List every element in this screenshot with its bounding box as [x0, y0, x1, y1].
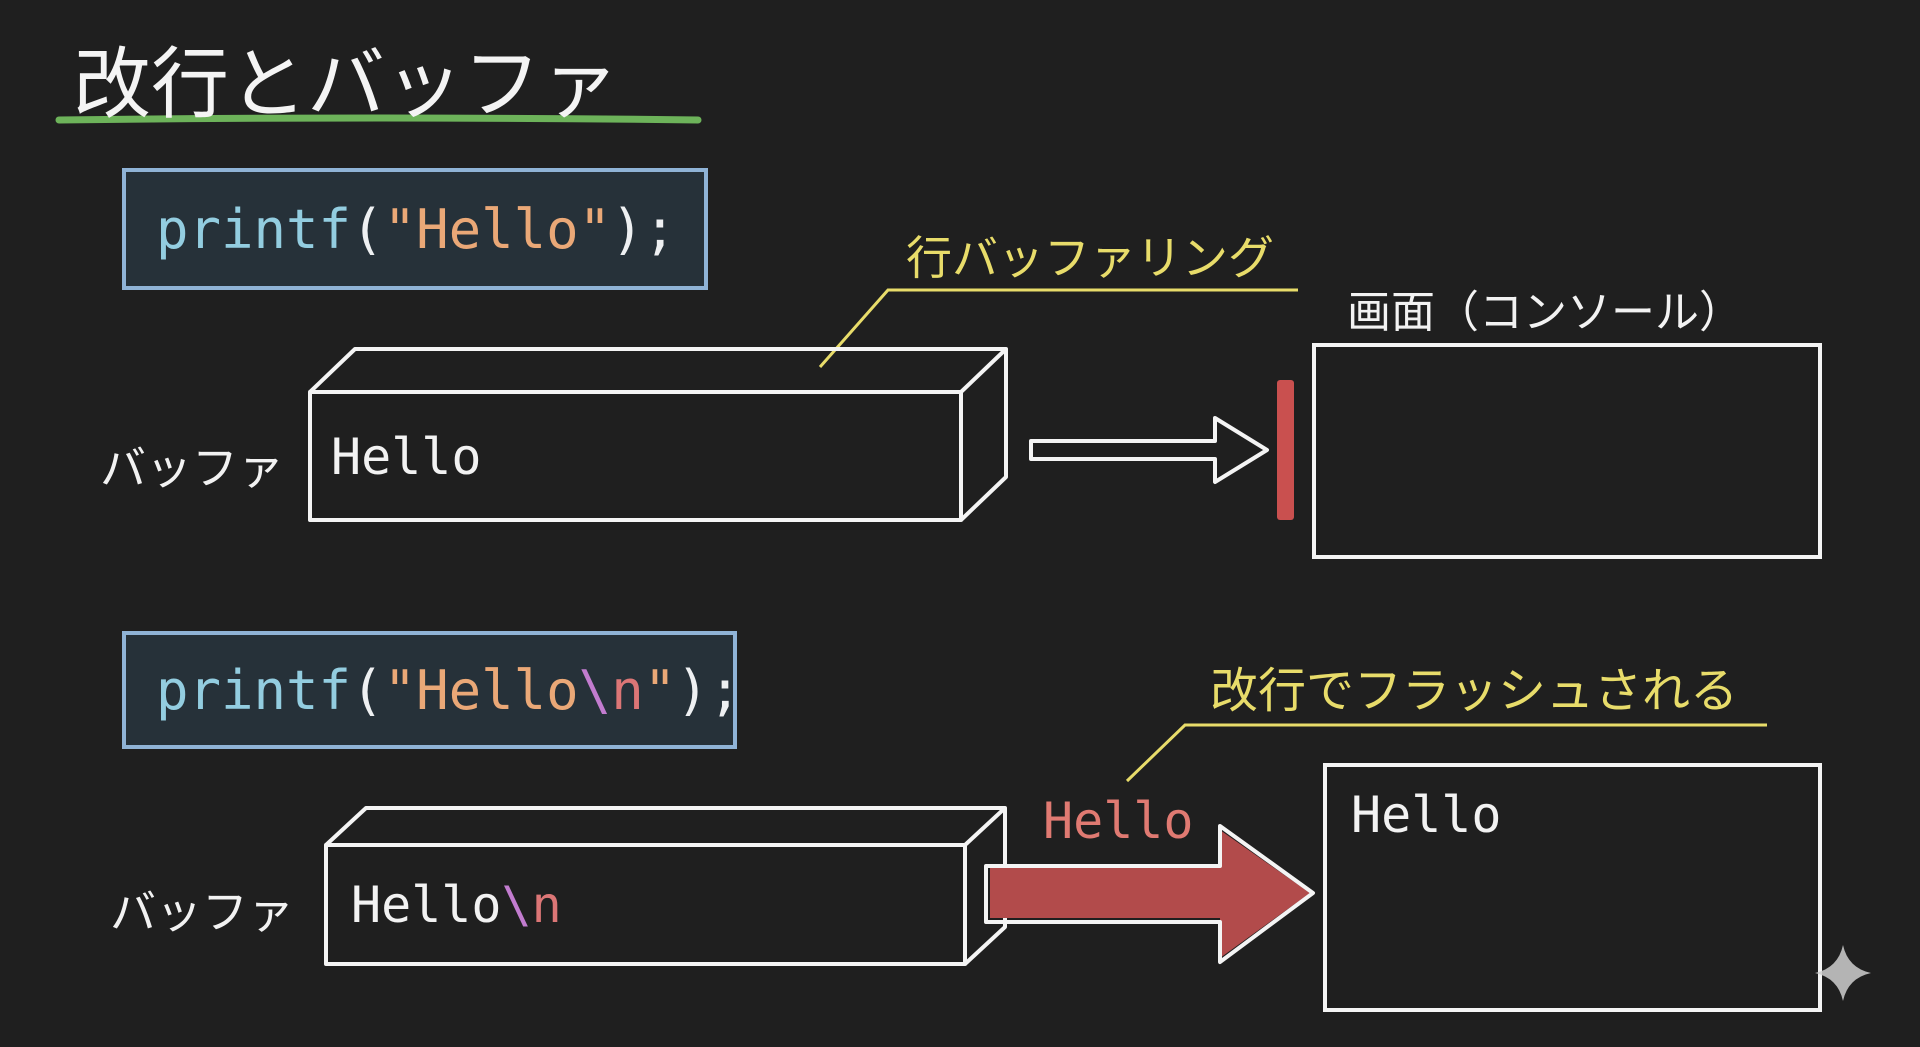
screen-box-1: [1312, 343, 1822, 559]
code-function: printf: [156, 658, 352, 722]
code-string: "Hello": [383, 197, 612, 261]
code-string-end: ": [643, 658, 677, 722]
arrow-1: [1029, 416, 1269, 484]
code-snippet-1: printf("Hello");: [122, 168, 708, 290]
arrow-2: [984, 824, 1315, 964]
code-escape: \: [578, 658, 612, 722]
code-paren: (: [351, 658, 384, 722]
sparkle-icon: [1815, 945, 1871, 1001]
blocked-bar: [1277, 380, 1294, 520]
annotation-flush: 改行でフラッシュされる: [1210, 663, 1739, 719]
flush-arrow-fill: [990, 830, 1310, 958]
screen-box-2: [1323, 763, 1822, 1012]
code-string: "Hello: [383, 658, 579, 722]
code-newline-char: n: [611, 658, 644, 722]
buffer-content-1: Hello: [331, 428, 482, 486]
buffer-label-1: バッファ: [100, 441, 284, 495]
code-snippet-2: printf("Hello\n");: [122, 631, 741, 749]
annotation-line-2: [1125, 723, 1767, 783]
code-close: );: [611, 197, 677, 261]
screen-label: 画面（コンソール）: [1347, 287, 1743, 338]
buffer-content-2: Hello\n: [351, 876, 562, 934]
screen-content-2: Hello: [1351, 786, 1502, 844]
buffer-escape: \: [501, 876, 532, 934]
buffer-text: Hello: [351, 876, 502, 934]
flushed-text: Hello: [1043, 792, 1194, 850]
code-function: printf: [156, 197, 352, 261]
buffer-newline-char: n: [531, 876, 562, 934]
title-underline: [55, 114, 702, 124]
code-close: );: [676, 658, 742, 722]
page-title: 改行とバッファ: [73, 40, 620, 130]
buffer-box-2: [324, 806, 1007, 966]
code-paren: (: [351, 197, 384, 261]
buffer-label-2: バッファ: [110, 885, 294, 939]
annotation-line-buffering: 行バッファリング: [906, 231, 1274, 285]
annotation-line-1: [818, 288, 1298, 368]
buffer-box-1: [308, 347, 1008, 522]
